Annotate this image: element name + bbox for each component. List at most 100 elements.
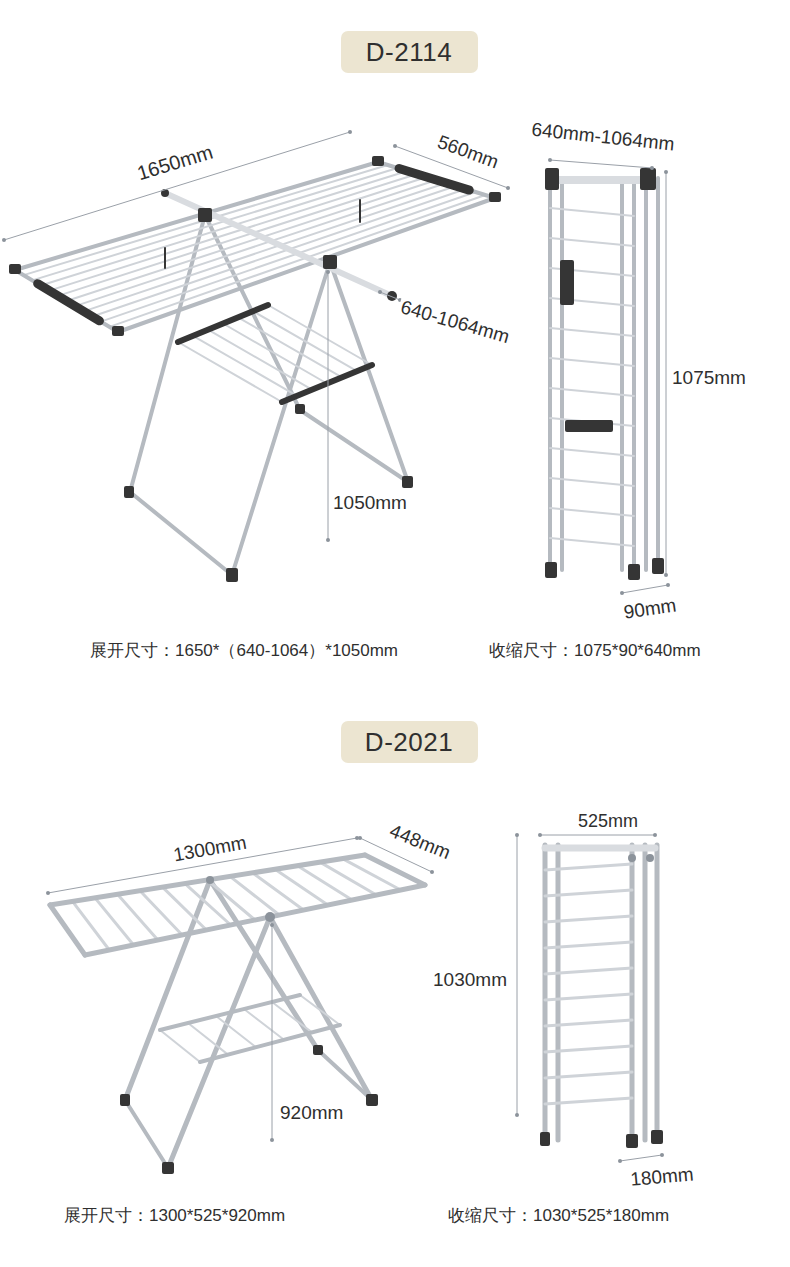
rack-unfolded — [2, 130, 510, 582]
rack-rod — [193, 336, 297, 396]
rack-leg — [130, 215, 205, 492]
rack-foot — [628, 564, 640, 580]
dimension-line — [328, 272, 329, 540]
extension-bar — [165, 193, 392, 296]
model-badge: D-2021 — [341, 721, 478, 763]
rack-rod — [550, 238, 634, 246]
dimension-dot — [660, 1153, 664, 1157]
rack-rod — [58, 177, 427, 296]
rack-rod — [550, 448, 634, 456]
dimension-line — [622, 585, 668, 593]
rack-rail — [643, 845, 648, 1140]
dimension-line — [272, 925, 273, 1140]
rack-rod — [253, 311, 357, 371]
rack-rod — [550, 388, 634, 396]
black-cap — [545, 168, 559, 190]
rack-rod — [253, 873, 304, 910]
black-cap — [112, 326, 124, 336]
rack-base — [318, 1050, 372, 1100]
rack-rod — [216, 1016, 256, 1047]
rack-rail — [620, 178, 624, 570]
rack-rod — [223, 324, 327, 384]
rack-rod — [550, 208, 634, 216]
dimension-dot — [506, 186, 510, 190]
rack-rod — [550, 508, 634, 516]
dimension-line — [620, 1155, 662, 1161]
dimension-dot — [666, 583, 670, 587]
rack-rod — [230, 876, 279, 915]
rack-leg — [168, 917, 270, 1168]
dimension-label: 1300mm — [170, 831, 251, 866]
rack-leg — [330, 262, 408, 482]
rack-rod — [550, 538, 634, 546]
hook — [359, 200, 361, 222]
rack-foot — [120, 1094, 130, 1106]
dimension-dot — [650, 166, 654, 170]
dimension-line — [380, 292, 400, 300]
rack-base — [125, 1100, 168, 1168]
dimension-dot — [548, 158, 552, 162]
rack-rail — [50, 855, 365, 905]
model-name: D-2021 — [365, 727, 453, 758]
rack-rod — [545, 1098, 632, 1104]
rack-foot — [162, 1162, 174, 1174]
rack-rod — [244, 1009, 284, 1040]
rack-rod — [320, 862, 376, 895]
rack-rod — [272, 1002, 312, 1032]
rack-foot — [545, 562, 557, 578]
shelf-bar — [282, 365, 372, 402]
dimension-dot — [348, 130, 352, 134]
size-spec: 展开尺寸：1300*525*920mm — [62, 1206, 287, 1226]
dimension-dot — [270, 923, 274, 927]
rack-rod — [163, 887, 207, 930]
rack-base — [130, 492, 232, 575]
rack-rod — [545, 916, 632, 922]
dimension-dot — [326, 538, 330, 542]
rack-rod — [84, 186, 456, 311]
rack-rail — [644, 178, 648, 570]
rack-foot — [626, 1134, 638, 1148]
rack-leg — [270, 917, 372, 1100]
dimension-label: 1650mm — [133, 140, 218, 186]
rack-rod — [545, 864, 632, 870]
rack-foot — [540, 1132, 550, 1146]
hinge — [198, 208, 212, 222]
dimension-dot — [664, 573, 668, 577]
dimension-label: 640-1064mm — [396, 296, 513, 349]
dimension-dot — [620, 591, 624, 595]
grip — [399, 168, 469, 190]
rack-foot — [313, 1045, 323, 1055]
dimension-dot — [358, 836, 362, 840]
rack-foot — [651, 1130, 663, 1144]
rack-rod — [208, 880, 256, 920]
rack-rail — [85, 885, 425, 955]
dimension-label: 1050mm — [331, 492, 409, 514]
dimension-label: 920mm — [278, 1102, 345, 1124]
dimension-label: 525mm — [576, 811, 640, 832]
rack-rail — [655, 845, 660, 1140]
rack-rod — [545, 1020, 632, 1026]
model-badge: D-2114 — [341, 31, 478, 73]
rack-rod — [545, 942, 632, 948]
dimension-dot — [430, 870, 434, 874]
size-spec: 收缩尺寸：1030*525*180mm — [446, 1206, 671, 1226]
dimension-label: 180mm — [627, 1163, 696, 1191]
grip — [565, 420, 613, 432]
rack-rod — [550, 358, 634, 366]
rack-foot — [366, 1094, 378, 1106]
dimension-dot — [393, 144, 397, 148]
rack-rod — [238, 317, 342, 377]
hinge — [323, 255, 337, 269]
rack-rail — [15, 270, 118, 332]
rack-leg — [125, 880, 210, 1100]
model-name: D-2114 — [366, 37, 452, 68]
rack-rod — [365, 855, 425, 885]
size-spec: 收缩尺寸：1075*90*640mm — [487, 641, 703, 661]
dimension-dot — [515, 1113, 519, 1117]
rack-unfolded — [46, 836, 434, 1174]
hinge — [206, 876, 214, 884]
rack-rod — [300, 995, 340, 1025]
dimension-label: 448mm — [385, 819, 456, 864]
dimension-dot — [618, 1159, 622, 1163]
